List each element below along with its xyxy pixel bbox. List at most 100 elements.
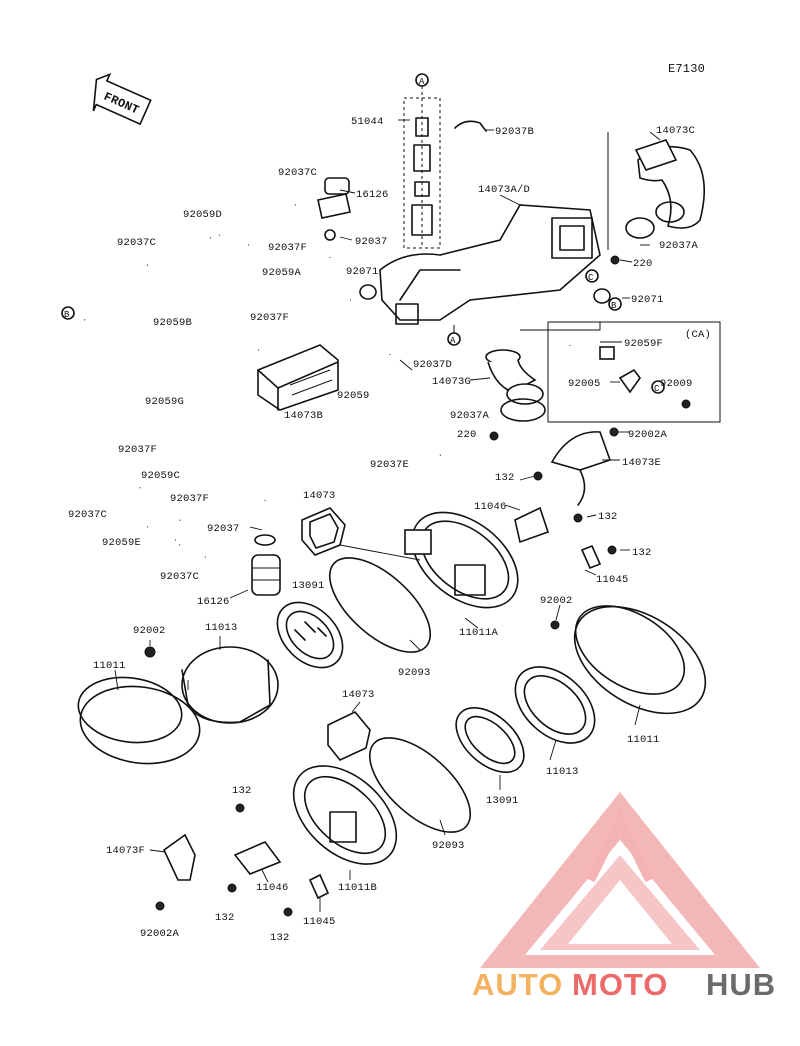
label: 11011 [93, 660, 126, 672]
label: 132 [215, 912, 235, 924]
label: 220 [633, 258, 653, 270]
label: 16126 [356, 189, 389, 201]
label: 92037C [278, 167, 317, 179]
ref-c-ca: C [654, 384, 660, 394]
oring-92093-top [328, 557, 432, 653]
plug-92071-b [593, 288, 611, 304]
bracket-11045-top [580, 544, 602, 570]
label: 11013 [205, 622, 238, 634]
label: 11011B [338, 882, 377, 894]
label: 92059C [141, 470, 180, 482]
elbow-14073g [485, 349, 546, 441]
front-arrow: FRONT [92, 72, 152, 126]
label: 11011 [627, 734, 660, 746]
ref-b-left-circle [61, 306, 75, 320]
label: 11045 [596, 574, 629, 586]
label: 11045 [303, 916, 336, 928]
label: 92037A [450, 410, 490, 422]
bracket-14073f [162, 833, 196, 881]
housing-11011a [404, 511, 519, 609]
ca-label: (CA) [685, 329, 711, 341]
label: 92037F [170, 493, 209, 505]
watermark-text: AUTO MOTO HUB [472, 967, 775, 1002]
label: 92002 [540, 595, 573, 607]
bracket-11045-lower [308, 873, 330, 900]
element-11013-left [181, 646, 279, 724]
label: 92037B [495, 126, 534, 138]
label: 132 [270, 932, 290, 944]
label: 14073A/D [478, 184, 530, 196]
label: 92071 [631, 294, 664, 306]
label: 16126 [197, 596, 230, 608]
ref-a-top: A [419, 77, 425, 87]
label: 92037F [250, 312, 289, 324]
watermark-logo [480, 792, 760, 968]
cover-11011-right [550, 605, 707, 715]
screw-92002a-top [609, 427, 619, 437]
label: 92002 [133, 625, 166, 637]
housing-11011b [292, 765, 398, 865]
ref-b-circle [608, 297, 622, 311]
label: 220 [457, 429, 477, 441]
screw-220-top [610, 255, 620, 265]
brand-moto: MOTO [572, 967, 668, 1002]
clamp-92037a-top [625, 217, 655, 239]
gasket-14073-top [301, 507, 346, 556]
label: 92037D [413, 359, 452, 371]
label: 11011A [459, 627, 499, 639]
filter-13091-top [276, 601, 344, 669]
bracket-11046-lower [233, 841, 282, 875]
label: 92093 [398, 667, 431, 679]
label: 92002A [140, 928, 180, 940]
label: 14073 [303, 490, 336, 502]
fuel-filter-51044: A [403, 73, 441, 249]
brand-auto: AUTO [472, 967, 563, 1002]
label: 92093 [432, 840, 465, 852]
valve-16126-lower [251, 534, 281, 596]
oring-92093-lower [368, 737, 472, 833]
diagram-code: E7130 [668, 62, 705, 76]
element-11013-right [514, 666, 596, 744]
label: 132 [232, 785, 252, 797]
label: 92059B [153, 317, 192, 329]
label: 92059 [337, 390, 370, 402]
label: 92059E [102, 537, 141, 549]
label: 11013 [546, 766, 579, 778]
label: 51044 [351, 116, 384, 128]
label: 92037C [117, 237, 156, 249]
label: 132 [632, 547, 652, 559]
label: 92037F [118, 444, 157, 456]
leader-lines [114, 119, 661, 912]
label: 92037F [268, 242, 307, 254]
bracket-11046-top [514, 506, 550, 544]
bracket-14073e [550, 431, 612, 471]
label: 11046 [474, 501, 507, 513]
label: 92037 [355, 236, 388, 248]
label: 92059A [262, 267, 302, 279]
label: 14073G [432, 376, 471, 388]
ref-c-circle [585, 269, 599, 283]
label: 14073F [106, 845, 145, 857]
ref-b-mid: B [611, 301, 617, 311]
label: 92005 [568, 378, 601, 390]
plug-92071-a [359, 284, 377, 300]
label: 92071 [346, 266, 379, 278]
label: 14073 [342, 689, 375, 701]
label: 132 [495, 472, 515, 484]
label: 14073B [284, 410, 323, 422]
valve-16126-top [317, 177, 351, 241]
label: 92002A [628, 429, 668, 441]
clip-92037b [454, 120, 487, 132]
label: 92037C [160, 571, 199, 583]
label: 132 [598, 511, 618, 523]
gasket-14073-lower [327, 711, 371, 761]
box-14073b [257, 344, 339, 411]
label: 92059D [183, 209, 222, 221]
cover-11011-left [77, 646, 201, 765]
ref-a-mid: A [450, 336, 456, 346]
ref-b-left: B [64, 310, 70, 320]
label: 92009 [660, 378, 693, 390]
filter-13091-right [455, 707, 525, 773]
ref-c-mid: C [588, 273, 594, 283]
